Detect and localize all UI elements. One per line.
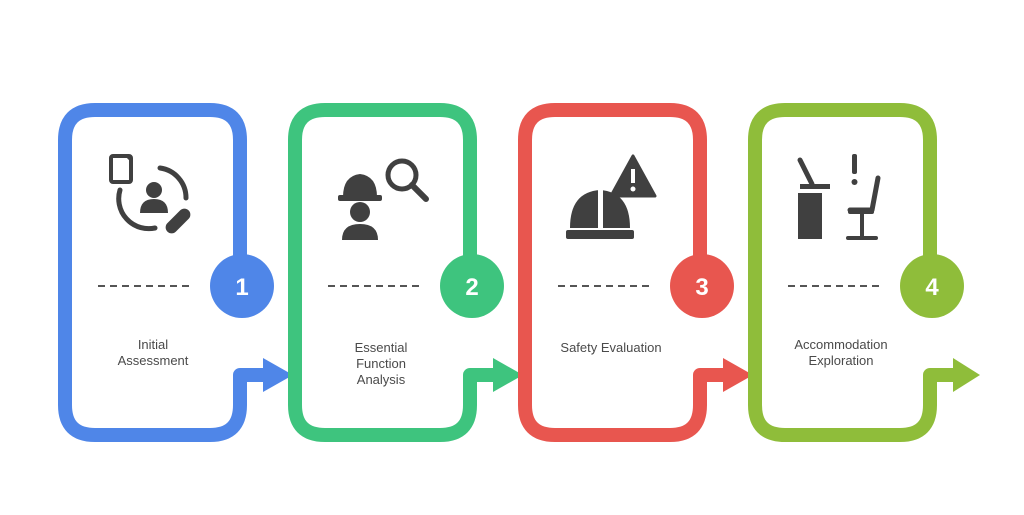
step-4-arrow-head (953, 358, 980, 392)
step-4-frame (748, 103, 955, 442)
step-1-label: Initial Assessment (117, 337, 189, 368)
step-4: 4 (748, 103, 980, 442)
step-2-number: 2 (465, 274, 478, 301)
hardhat-warning-icon (566, 154, 657, 239)
step-1: 1 (58, 103, 293, 442)
step-3-arrow-head (723, 358, 753, 392)
step-1-number-badge (210, 254, 274, 318)
step-2-label: Essential Function Analysis (354, 340, 408, 387)
step-2-number-badge (440, 254, 504, 318)
step-1-frame (58, 103, 265, 442)
step-4-number-badge (900, 254, 964, 318)
step-2-frame (288, 103, 495, 442)
desk-chair-alert-icon (797, 154, 881, 240)
step-3-label: Safety Evaluation (560, 340, 662, 355)
step-4-label: Accommodation Exploration (794, 337, 888, 368)
step-3-frame (518, 103, 725, 442)
document-user-pen-icon (109, 154, 191, 234)
step-4-number: 4 (925, 274, 939, 301)
step-3-number-badge (670, 254, 734, 318)
worker-magnifier-icon (338, 158, 429, 240)
step-3: 3 (518, 103, 753, 442)
step-1-arrow-head (263, 358, 293, 392)
step-3-number: 3 (695, 274, 708, 301)
step-1-number: 1 (235, 274, 248, 301)
step-2: 2 (288, 103, 523, 442)
step-2-arrow-head (493, 358, 523, 392)
